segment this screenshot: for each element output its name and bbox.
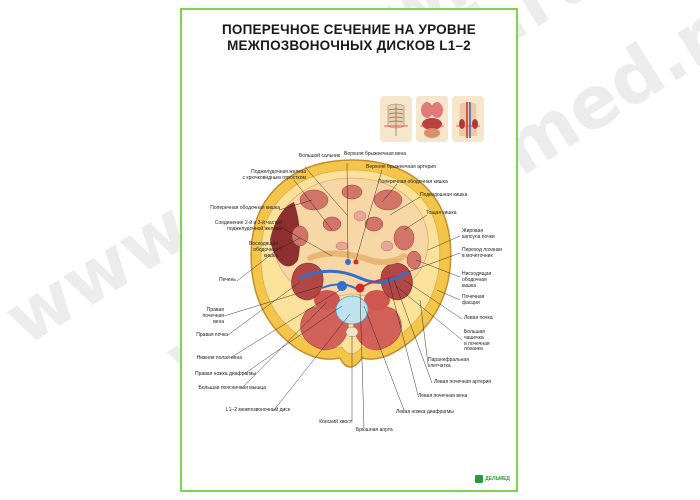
title-line-2: МЕЖПОЗВОНОЧНЫХ ДИСКОВ L1–2	[227, 38, 471, 53]
label-mezhpozv-disk: L1–2 межпозвоночный диск	[225, 407, 290, 413]
label-pravaya-pochech-vena: Правая почечная вена	[202, 307, 224, 325]
label-pechen: Печень	[219, 277, 236, 283]
label-bolsh-chashechka: Большая чашечка и почечная лоханка	[464, 329, 490, 353]
label-paranefralnaya: Паранефральная клетчатка	[428, 357, 469, 369]
label-poperech-obod-right: Поперечная ободочная кишка	[378, 179, 448, 185]
label-niskhod-obod: Нисходящая ободочная кишка	[462, 271, 492, 289]
label-podzhel-zheleza: Поджелудочная железа с крючковидным отро…	[242, 169, 306, 181]
body-thumbnails	[380, 96, 484, 142]
title-line-1: ПОПЕРЕЧНОЕ СЕЧЕНИЕ НА УРОВНЕ	[222, 22, 476, 37]
label-levaya-nozhka: Левая ножка диафрагмы	[396, 409, 454, 415]
label-verkh-bryzh-vena: Верхняя брыжеечная вена	[344, 151, 407, 157]
label-pravaya-pochka: Правая почка	[196, 332, 228, 338]
label-konskiy-khvost: Конский хвост	[319, 419, 352, 425]
label-levaya-pochech-arteria: Левая почечная артерия	[434, 379, 492, 385]
label-zhirovaya-kapsula: Жировая капсула почки	[462, 228, 495, 240]
label-levaya-pochech-vena: Левая почечная вена	[418, 393, 468, 399]
label-bolsh-poyasn-myshca: Большая поясничная мышца	[198, 385, 266, 391]
logo-mark-icon	[475, 475, 484, 483]
label-podvzdoshnaya: Подвздошная кишка	[420, 192, 468, 198]
skeleton-thumbnail	[380, 96, 412, 142]
publisher-logo: ДЕЛЬМЕД	[475, 474, 510, 484]
label-bolshoy-salnik: Большой сальник	[299, 153, 340, 159]
label-verkh-bryzh-arteria: Верхняя брыжеечная артерия	[366, 164, 436, 170]
anatomy-poster: ПОПЕРЕЧНОЕ СЕЧЕНИЕ НА УРОВНЕ МЕЖПОЗВОНОЧ…	[180, 8, 518, 492]
logo-text: ДЕЛЬМЕД	[485, 476, 510, 482]
label-bryushnaya-aorta: Брюшная аорта	[356, 427, 393, 433]
vertebral-disc	[335, 295, 369, 325]
label-nizhnyaya-polaya: Нижняя полая вена	[196, 355, 242, 361]
poster-title: ПОПЕРЕЧНОЕ СЕЧЕНИЕ НА УРОВНЕ МЕЖПОЗВОНОЧ…	[182, 22, 516, 54]
label-levaya-pochka: Левая почка	[464, 315, 493, 321]
label-pochechnaya-fascia: Почечная фасция	[462, 294, 485, 306]
label-perekhod-lokhanki: Переход лоханки в мочеточник	[462, 247, 502, 259]
label-poperech-obod-left: Поперечная ободочная кишка	[210, 205, 280, 211]
cross-section-diagram	[223, 159, 463, 429]
vessels-thumbnail	[452, 96, 484, 142]
label-soedinenie: Соединение 2-й и 3-й частей поджелудочно…	[214, 220, 282, 232]
label-pravaya-nozhka: Правая ножка диафрагмы	[195, 371, 256, 377]
label-voskhod-obod: Восходящая ободочная кишка	[249, 241, 278, 259]
label-toshchaya: Тощая кишка	[426, 210, 457, 216]
organs-thumbnail	[416, 96, 448, 142]
